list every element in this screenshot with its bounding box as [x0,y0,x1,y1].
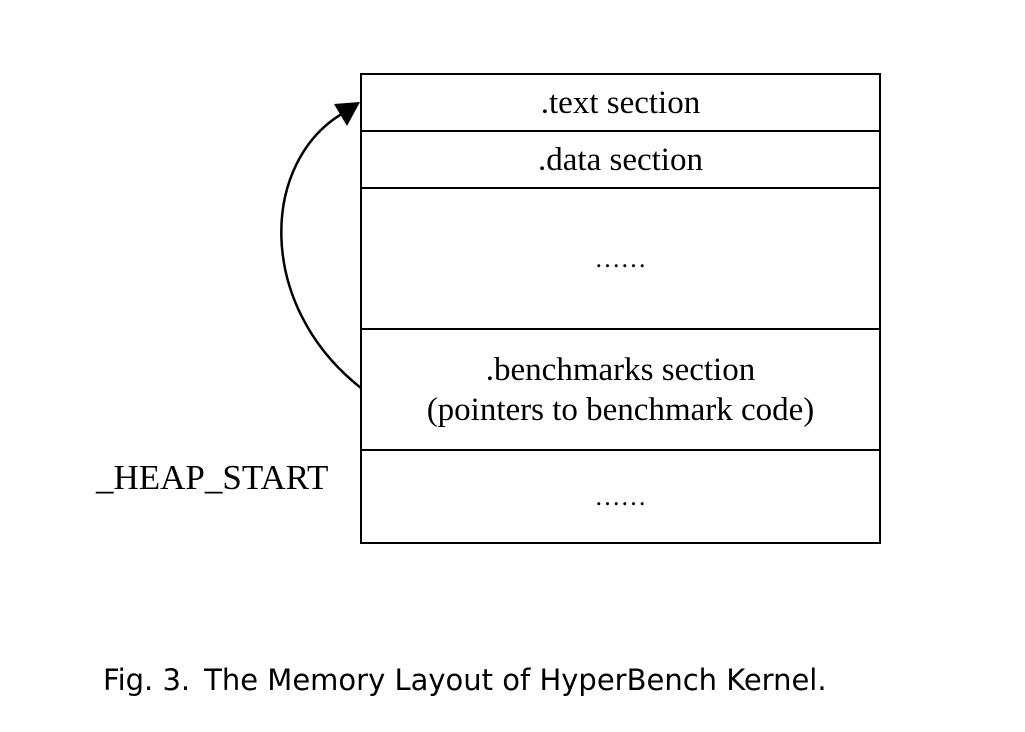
benchmarks-section-label: .benchmarks section [485,351,756,388]
figure-number: Fig. 3. [103,663,191,697]
text-section-segment: .text section [362,75,879,132]
data-section-label: .data section [538,141,703,178]
heap-ellipsis-label: …… [594,481,647,511]
figure-caption: Fig. 3. The Memory Layout of HyperBench K… [103,663,827,697]
heap-segment: …… [362,451,879,542]
memory-layout-box: .text section .data section …… .benchmar… [360,73,881,544]
data-section-segment: .data section [362,132,879,189]
benchmarks-section-description: (pointers to benchmark code) [426,391,815,428]
text-section-label: .text section [540,84,701,121]
benchmarks-section-segment: .benchmarks section (pointers to benchma… [362,330,879,451]
unspecified-segment: …… [362,189,879,330]
pointer-arrow-curve [280,110,362,389]
caption-text: The Memory Layout of HyperBench Kernel. [204,663,827,697]
ellipsis-label: …… [594,243,647,273]
heap-start-label: _HEAP_START [96,458,329,497]
pointer-arrowhead [334,102,360,126]
